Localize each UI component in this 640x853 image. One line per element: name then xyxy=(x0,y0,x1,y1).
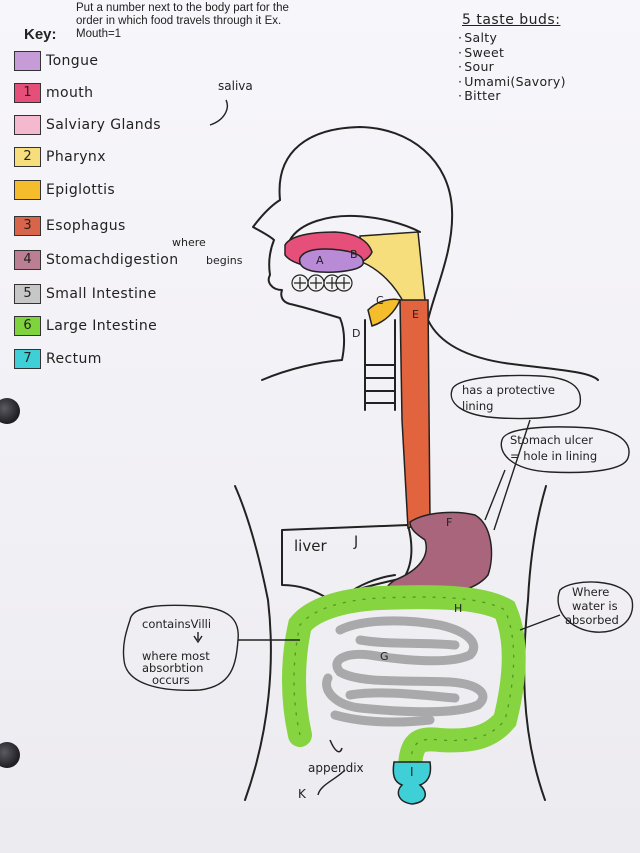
list-item: Salty xyxy=(458,30,566,46)
nasal-cavity xyxy=(289,214,421,241)
key-swatch xyxy=(14,51,41,71)
letter-j: J xyxy=(353,534,358,550)
tongue xyxy=(298,248,364,273)
key-row-rectum: 7 Rectum xyxy=(14,349,102,369)
key-label: Rectum xyxy=(46,351,102,367)
key-swatch xyxy=(14,115,41,135)
key-label: Salviary Glands xyxy=(46,117,161,133)
head-outline xyxy=(278,126,599,381)
key-label: Small Intestine xyxy=(46,286,157,302)
esophagus xyxy=(399,299,431,530)
key-swatch: 1 xyxy=(14,83,41,103)
binder-hole xyxy=(0,398,20,424)
rectum xyxy=(392,761,432,805)
face-profile xyxy=(252,199,346,381)
appendix xyxy=(329,739,343,753)
ulcer-bubble xyxy=(500,426,630,474)
torso-right xyxy=(523,485,547,801)
small-intestine xyxy=(322,616,488,727)
key-label: Esophagus xyxy=(46,218,126,234)
pharynx xyxy=(359,231,426,306)
letter-d: D xyxy=(352,327,360,340)
note-saliva: saliva xyxy=(218,79,253,93)
key-row-mouth: 1 mouth xyxy=(14,83,93,103)
key-label: Tongue xyxy=(46,53,99,69)
list-item: Bitter xyxy=(458,88,566,104)
list-item: Umami(Savory) xyxy=(458,74,566,90)
list-item: Sour xyxy=(458,59,566,75)
taste-buds-title: 5 taste buds: xyxy=(462,12,561,28)
key-swatch: 4 xyxy=(14,250,41,270)
note-water-2: water is xyxy=(572,599,618,613)
key-row-epiglottis: Epiglottis xyxy=(14,180,115,200)
key-swatch: 5 xyxy=(14,284,41,304)
letter-i: I xyxy=(410,765,414,779)
key-row-large-intestine: 6 Large Intestine xyxy=(14,316,157,336)
taste-buds-list: Salty Sweet Sour Umami(Savory) Bitter xyxy=(458,30,566,104)
letter-g: G xyxy=(380,650,389,663)
note-protective-2: lining xyxy=(462,399,493,413)
key-label: mouth xyxy=(46,85,94,101)
note-water-1: Where xyxy=(572,585,609,599)
key-label: Large Intestine xyxy=(46,318,158,334)
key-swatch: 3 xyxy=(14,216,41,236)
note-ulcer-2: = hole in lining xyxy=(510,449,597,463)
torso-left xyxy=(234,485,272,801)
letter-k: K xyxy=(298,787,307,801)
letter-h: H xyxy=(454,602,462,615)
note-water-3: absorbed xyxy=(565,613,619,627)
key-swatch: 6 xyxy=(14,316,41,336)
key-label: Stomachdigestion xyxy=(46,252,179,268)
key-row-stomach: 4 Stomachdigestion xyxy=(14,250,179,270)
note-villi-4: occurs xyxy=(152,673,190,687)
key-label: Pharynx xyxy=(46,149,106,165)
note-villi-1: containsVilli xyxy=(142,617,211,631)
note-appendix: appendix xyxy=(308,761,364,775)
key-row-esophagus: 3 Esophagus xyxy=(14,216,126,236)
water-absorbed-bubble xyxy=(557,581,634,633)
note-where: where xyxy=(172,236,206,249)
key-swatch: 2 xyxy=(14,147,41,167)
key-title: Key: xyxy=(24,26,57,43)
letter-a: A xyxy=(316,254,324,267)
key-row-small-intestine: 5 Small Intestine xyxy=(14,284,157,304)
note-protective-1: has a protective xyxy=(462,383,555,397)
letter-e: E xyxy=(412,308,419,321)
letter-c: C xyxy=(376,294,384,307)
key-label: Epiglottis xyxy=(46,182,116,198)
letter-b: B xyxy=(350,248,358,261)
note-villi-2: where most xyxy=(142,649,210,663)
note-villi-3: absorbtion xyxy=(142,661,203,675)
letter-f: F xyxy=(446,516,452,529)
protective-lining-bubble xyxy=(450,374,582,420)
villi-bubble xyxy=(122,604,239,691)
note-liver: liver xyxy=(294,537,327,555)
note-ulcer-1: Stomach ulcer xyxy=(510,433,593,447)
list-item: Sweet xyxy=(458,45,566,61)
key-swatch xyxy=(14,180,41,200)
binder-hole xyxy=(0,742,20,768)
key-row-pharynx: 2 Pharynx xyxy=(14,147,106,167)
salivary-glands xyxy=(291,274,353,292)
key-row-tongue: Tongue xyxy=(14,51,98,71)
key-swatch: 7 xyxy=(14,349,41,369)
note-begins: begins xyxy=(206,254,243,267)
key-row-salivary-glands: Salviary Glands xyxy=(14,115,161,135)
instructions-text: Put a number next to the body part for t… xyxy=(76,2,289,40)
